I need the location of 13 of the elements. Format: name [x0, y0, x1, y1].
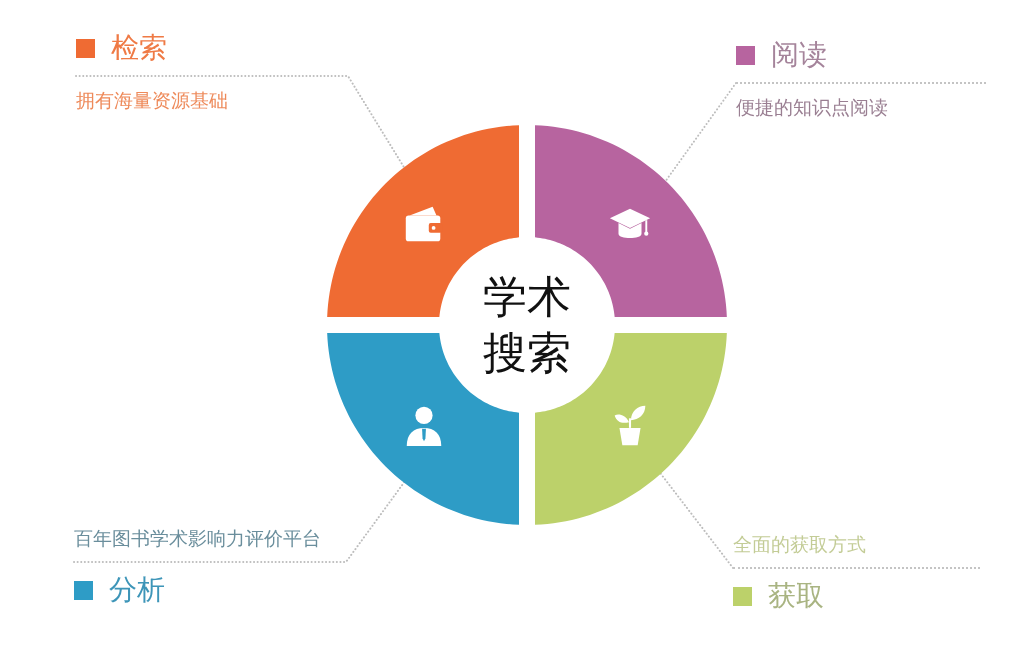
callout-text: 便捷的知识点阅读	[736, 96, 888, 120]
callout-heading: 检索	[111, 31, 167, 65]
callout-text: 全面的获取方式	[733, 533, 866, 557]
leader-line	[75, 75, 407, 170]
callout-heading: 获取	[768, 579, 824, 613]
center-label: 学术搜索	[482, 270, 572, 380]
callout-text: 百年图书学术影响力评价平台	[74, 527, 321, 551]
leader-line	[663, 82, 737, 184]
callout-text: 拥有海量资源基础	[76, 89, 228, 113]
callout-heading: 阅读	[771, 38, 827, 72]
leader-line	[73, 480, 407, 563]
leader-line	[658, 471, 734, 569]
callout-heading: 分析	[109, 573, 165, 607]
